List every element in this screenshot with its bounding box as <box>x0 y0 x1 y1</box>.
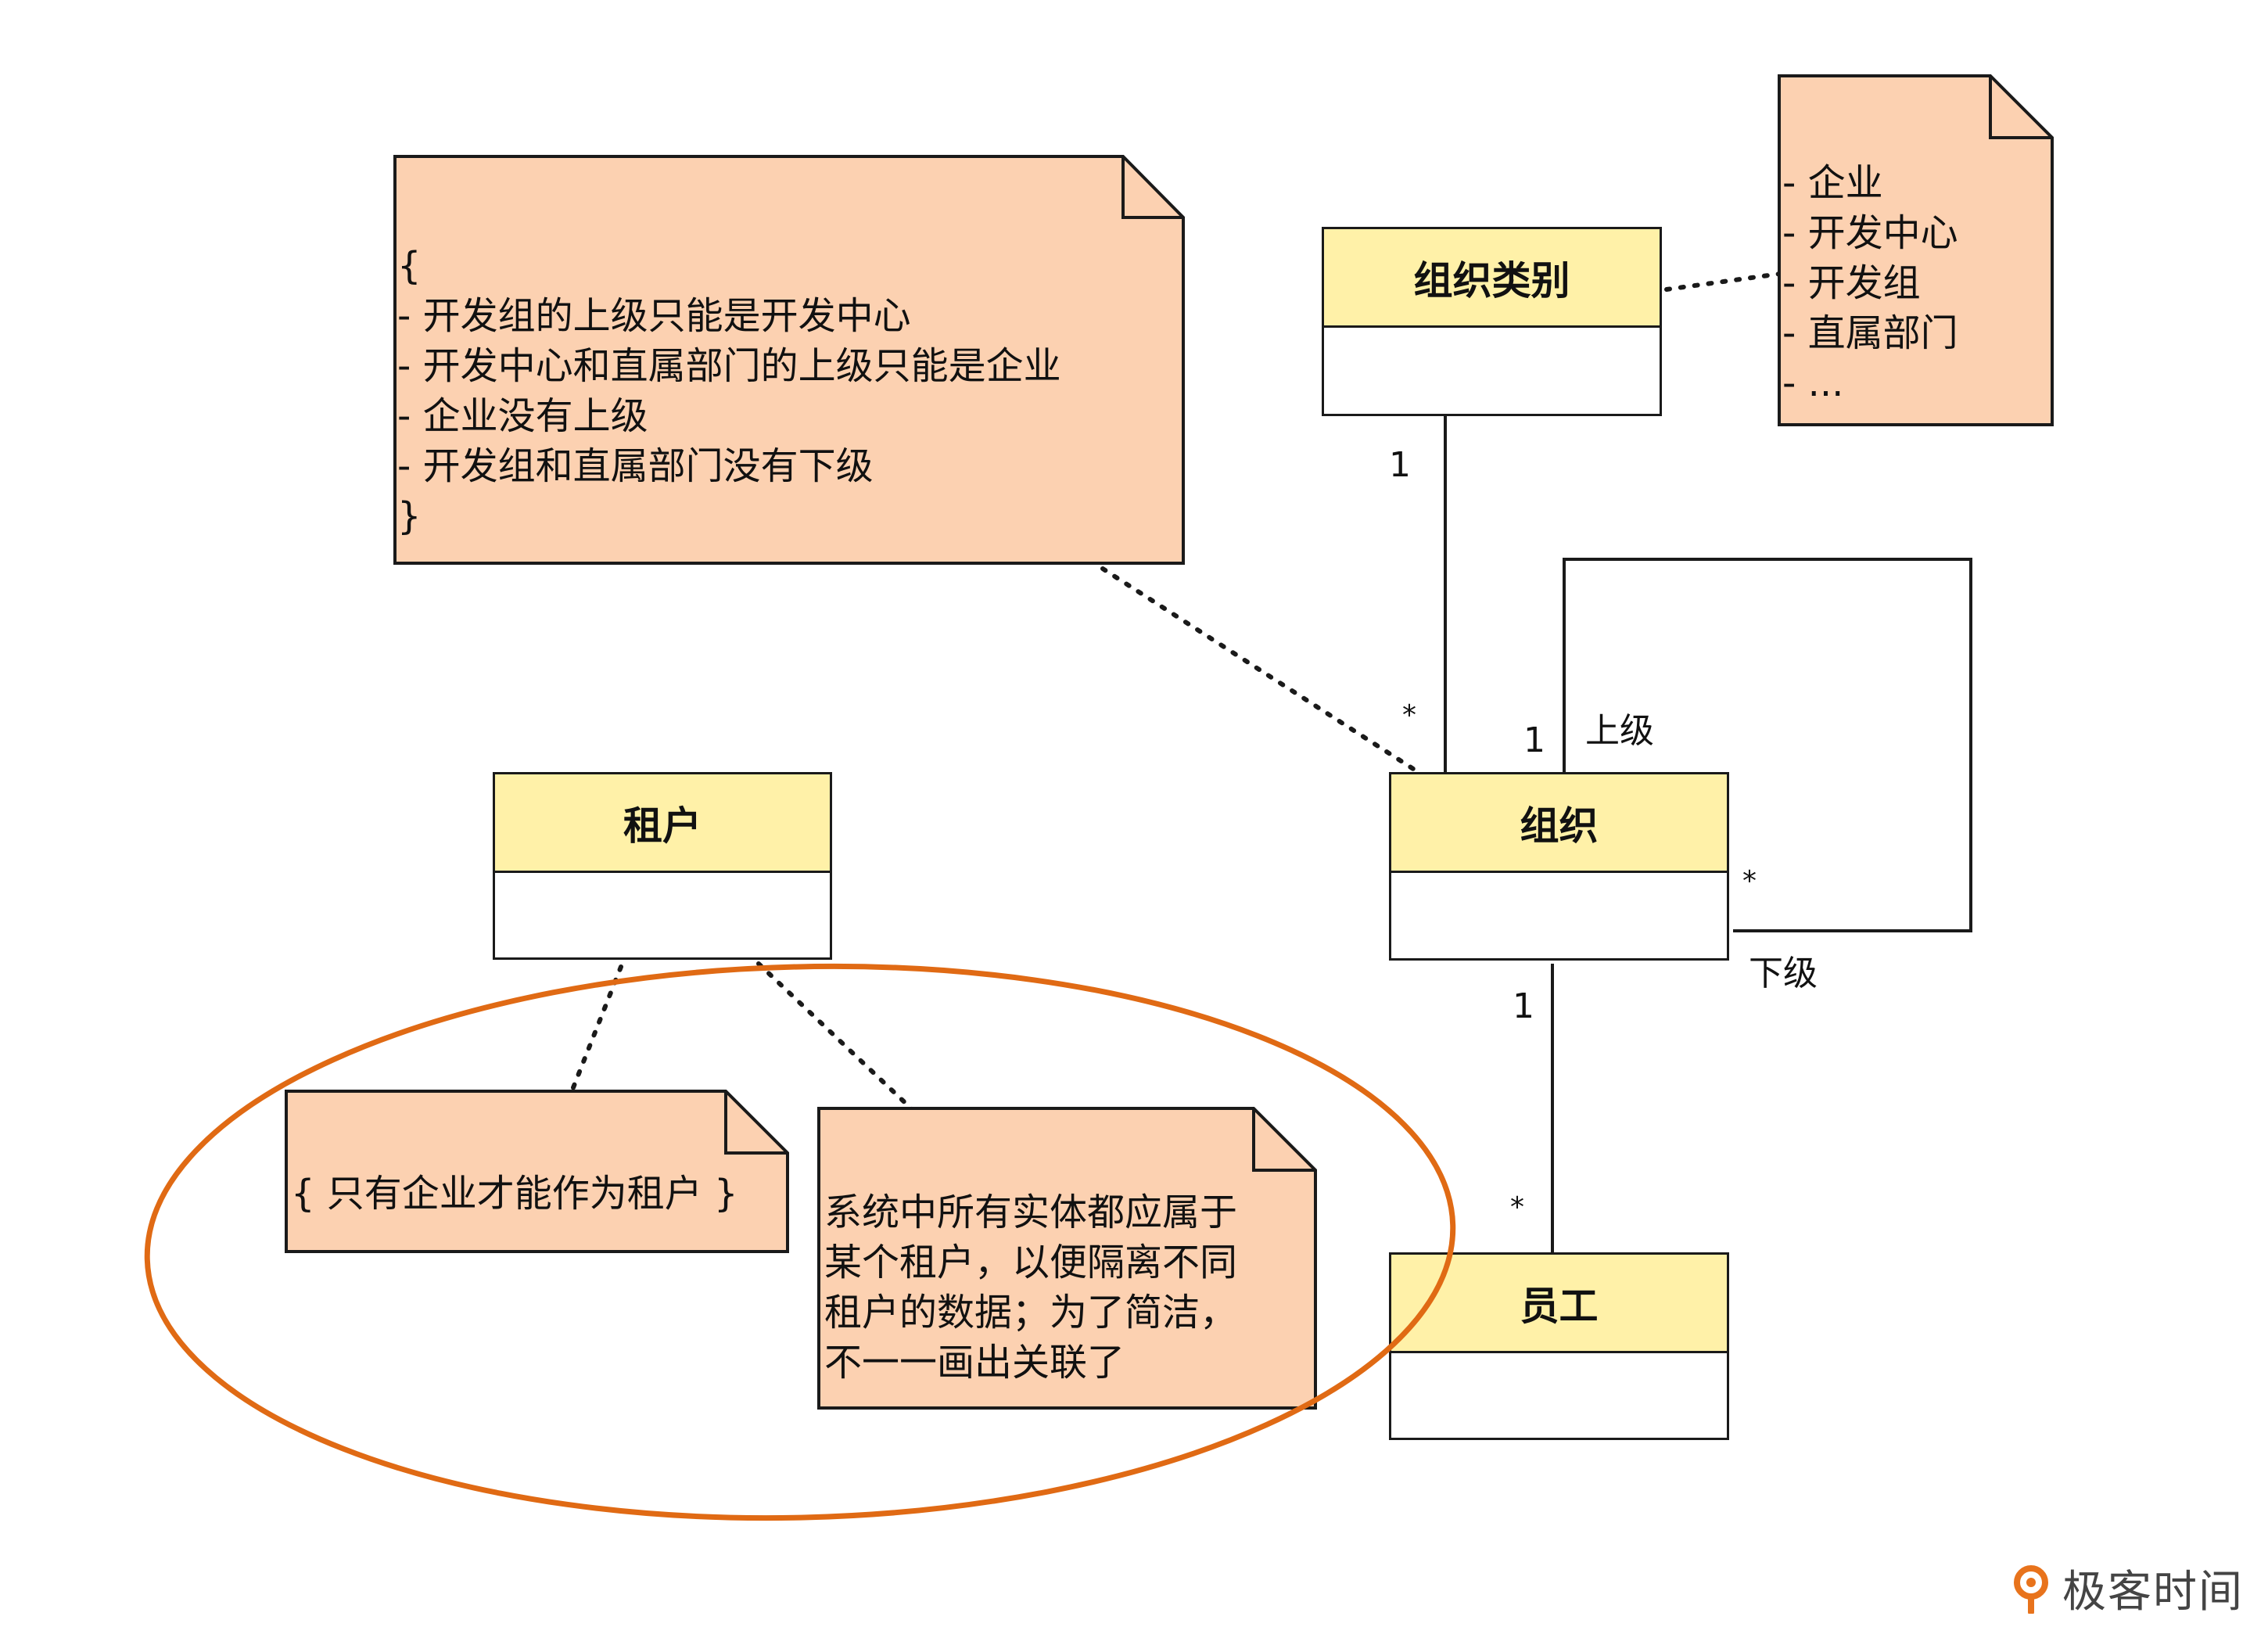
tenant-scope-line: 某个租户，以便隔离不同 <box>824 1241 1238 1284</box>
tenant-rule-anchor <box>569 964 623 1096</box>
constraints-note-shape <box>393 155 1185 565</box>
multiplicity-parent-end: 1 <box>1523 720 1545 760</box>
class-tenant[interactable]: 租户 <box>493 772 832 960</box>
category-value: - 直属部门 <box>1782 311 1958 355</box>
tenant-scope-note: 系统中所有实体都应属于 某个租户，以便隔离不同 租户的数据；为了简洁， 不一一画… <box>824 1187 1237 1388</box>
class-tenant-name: 租户 <box>495 774 830 873</box>
category-note-fold <box>1989 76 2052 139</box>
category-value: - 开发中心 <box>1782 211 1958 255</box>
category-value: - 开发组 <box>1782 261 1921 305</box>
tenant-scope-anchor <box>756 961 914 1112</box>
multiplicity-category-end: 1 <box>1389 445 1411 485</box>
constraints-note-anchor <box>1100 566 1424 777</box>
category-note-shape <box>1778 74 2054 426</box>
class-organization-name: 组织 <box>1391 774 1727 873</box>
multiplicity-child-end: * <box>1742 865 1757 897</box>
class-tenant-attributes <box>495 873 830 957</box>
multiplicity-org-employee-end: 1 <box>1513 986 1534 1026</box>
tenant-scope-line: 租户的数据；为了简洁， <box>824 1291 1238 1334</box>
brand-logo: 极客时间 <box>2012 1557 2244 1620</box>
role-child: 下级 <box>1749 954 1818 993</box>
class-org-category-name: 组织类别 <box>1324 229 1660 328</box>
constraints-line: - 企业没有上级 <box>397 394 648 438</box>
constraints-line: - 开发中心和直属部门的上级只能是企业 <box>397 344 1061 388</box>
class-organization[interactable]: 组织 <box>1389 772 1729 961</box>
class-organization-attributes <box>1391 873 1727 958</box>
constraints-line: - 开发组和直属部门没有下级 <box>397 444 874 488</box>
class-employee-attributes <box>1391 1353 1727 1438</box>
category-note-anchor <box>1664 271 1782 292</box>
tenant-scope-line: 系统中所有实体都应属于 <box>824 1191 1238 1234</box>
constraints-note: { - 开发组的上级只能是开发中心 - 开发中心和直属部门的上级只能是企业 - … <box>397 241 1061 541</box>
category-value: - 企业 <box>1782 161 1883 205</box>
class-employee[interactable]: 员工 <box>1389 1252 1729 1440</box>
constraints-line: } <box>397 494 422 538</box>
tenant-scope-line: 不一一画出关联了 <box>824 1341 1125 1385</box>
tenant-rule-note: { 只有企业才能作为租户 } <box>291 1169 738 1219</box>
multiplicity-org-category-end: * <box>1402 699 1416 731</box>
constraints-line: { <box>397 244 422 288</box>
constraints-note-fold <box>1121 156 1183 219</box>
role-parent: 上级 <box>1585 711 1654 751</box>
tenant-rule-text: { 只有企业才能作为租户 } <box>291 1172 738 1216</box>
class-org-category-attributes <box>1324 328 1660 414</box>
class-org-category[interactable]: 组织类别 <box>1322 227 1662 416</box>
brand-logo-icon <box>2014 1564 2048 1614</box>
category-value: - ... <box>1782 361 1844 405</box>
class-employee-name: 员工 <box>1391 1255 1727 1353</box>
brand-name: 极客时间 <box>2062 1567 2244 1618</box>
constraints-line: - 开发组的上级只能是开发中心 <box>397 294 911 338</box>
category-values-note: - 企业 - 开发中心 - 开发组 - 直属部门 - ... <box>1782 158 1958 408</box>
multiplicity-employee-end: * <box>1510 1191 1524 1223</box>
org-self-association <box>1563 558 1972 932</box>
